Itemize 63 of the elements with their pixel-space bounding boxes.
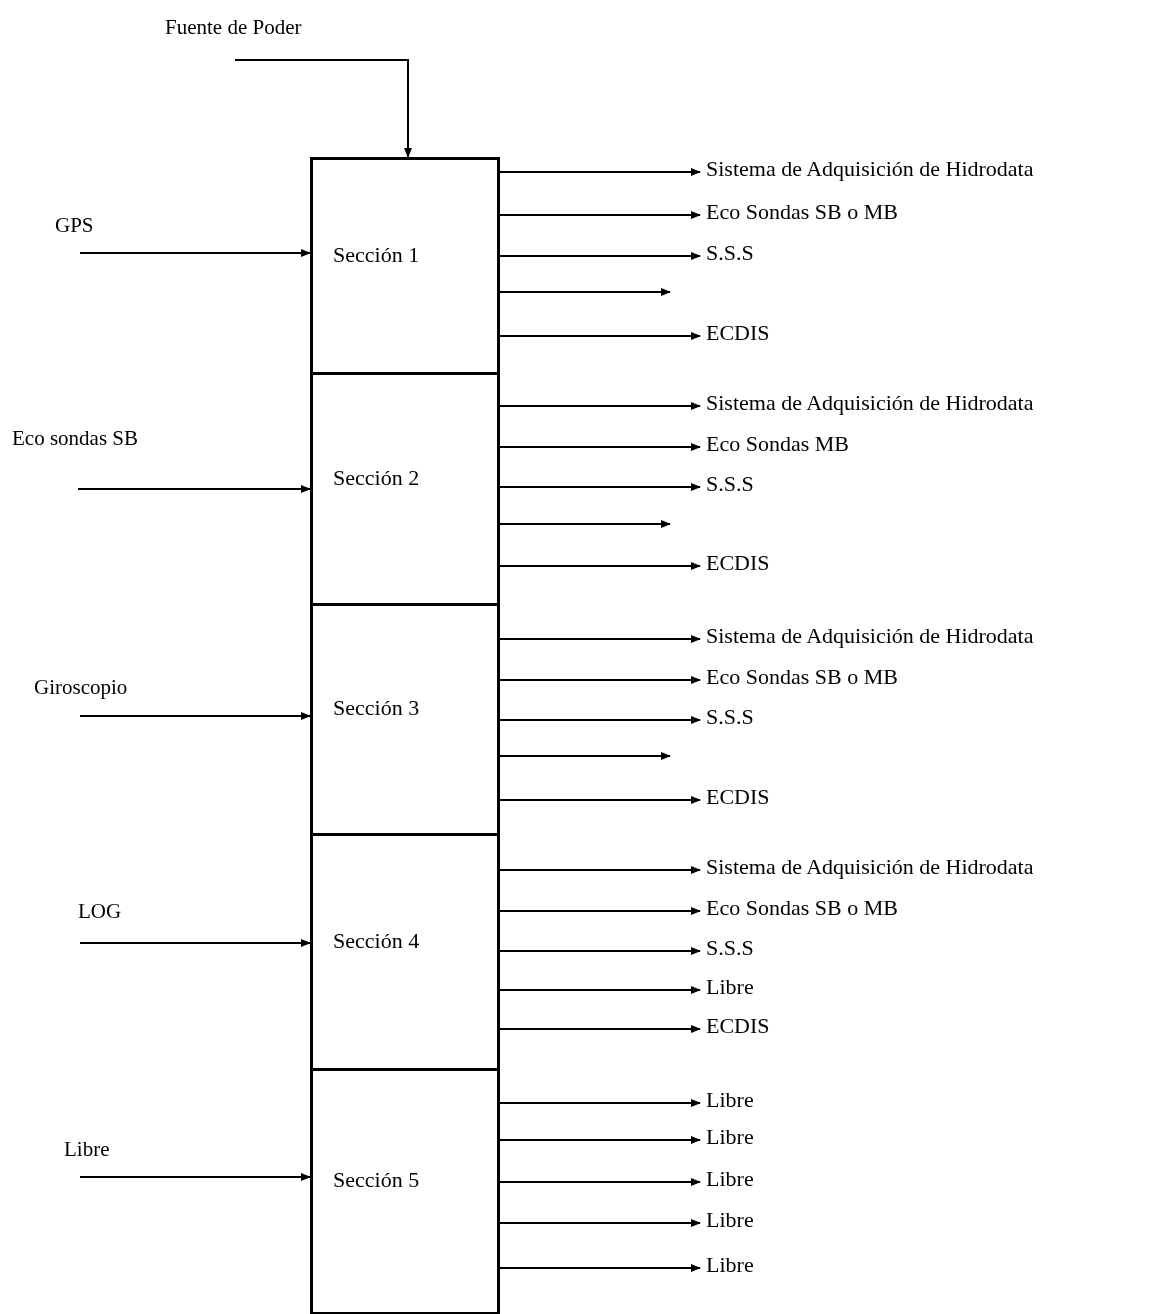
section-label: Sección 1: [333, 240, 420, 269]
arrow: [77, 485, 311, 493]
arrow: [79, 712, 311, 720]
arrow: [499, 1178, 701, 1186]
arrow: [499, 483, 701, 491]
device-label: ECDIS: [706, 1015, 770, 1037]
device-label: Eco Sondas SB o MB: [706, 666, 898, 688]
device-label: Eco Sondas MB: [706, 433, 849, 455]
arrow: [499, 866, 701, 874]
section-box: [310, 157, 500, 375]
arrow: [499, 288, 671, 296]
device-label: S.S.S: [706, 242, 754, 264]
arrow: [499, 1099, 701, 1107]
arrow: [499, 986, 701, 994]
section-box: [310, 1068, 500, 1314]
section-label: Sección 5: [333, 1166, 420, 1194]
device-label: Sistema de Adquisición de Hidrodata: [706, 625, 1034, 647]
arrow: [499, 1025, 701, 1033]
arrow: [499, 332, 701, 340]
arrow: [499, 168, 701, 176]
device-label: Libre: [706, 1209, 754, 1231]
device-label: S.S.S: [706, 473, 754, 495]
arrow: [499, 562, 701, 570]
section-label: Sección 2: [333, 463, 420, 492]
arrow: [499, 947, 701, 955]
arrow: [499, 907, 701, 915]
section-label: Sección 3: [333, 694, 420, 722]
device-label: Libre: [706, 1254, 754, 1276]
arrow: [499, 1264, 701, 1272]
arrow: [499, 1136, 701, 1144]
arrow: [499, 211, 701, 219]
arrow: [499, 752, 671, 760]
arrow: [499, 796, 701, 804]
arrow: [499, 635, 701, 643]
device-label: Libre: [706, 1089, 754, 1111]
device-label: Sistema de Adquisición de Hidrodata: [706, 158, 1034, 180]
section-box: [310, 372, 500, 606]
arrow: [499, 520, 671, 528]
arrow: [499, 676, 701, 684]
device-label: ECDIS: [706, 552, 770, 574]
section-box: [310, 833, 500, 1071]
arrow: [499, 252, 701, 260]
arrow: [234, 59, 412, 158]
arrow: [499, 443, 701, 451]
arrow: [499, 716, 701, 724]
device-label: Sistema de Adquisición de Hidrodata: [706, 856, 1034, 878]
arrow: [79, 939, 311, 947]
device-label: Sistema de Adquisición de Hidrodata: [706, 392, 1034, 414]
arrow: [79, 249, 311, 257]
device-label: Libre: [706, 1126, 754, 1148]
device-label: Libre: [706, 1168, 754, 1190]
device-label: Libre: [706, 976, 754, 998]
device-label: Eco Sondas SB o MB: [706, 897, 898, 919]
arrow: [499, 1219, 701, 1227]
section-label: Sección 4: [333, 926, 420, 955]
device-label: ECDIS: [706, 322, 770, 344]
section-box: [310, 603, 500, 836]
device-label: S.S.S: [706, 937, 754, 959]
device-label: S.S.S: [706, 706, 754, 728]
device-label: ECDIS: [706, 786, 770, 808]
device-label: Eco Sondas SB o MB: [706, 201, 898, 223]
arrow: [79, 1173, 311, 1181]
arrow: [499, 402, 701, 410]
